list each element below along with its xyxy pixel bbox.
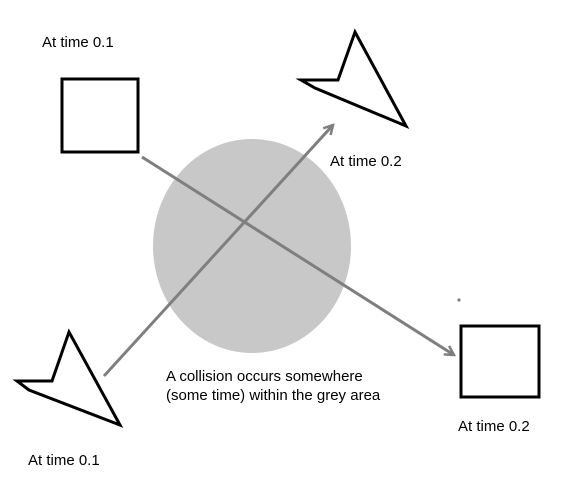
label-kite-start: At time 0.1	[28, 452, 100, 469]
caption-line-2: (some time) within the grey area	[166, 387, 381, 404]
label-kite-end: At time 0.2	[330, 153, 402, 170]
kite-start	[12, 328, 124, 428]
square-motion-arrow	[141, 155, 454, 355]
collision-caption: A collision occurs somewhere (some time)…	[166, 367, 380, 405]
kite-end	[295, 28, 410, 130]
kite-motion-arrow	[102, 125, 333, 378]
collision-area	[153, 139, 351, 353]
stray-dot	[457, 298, 461, 302]
label-square-start: At time 0.1	[42, 34, 114, 51]
square-end	[459, 324, 541, 399]
square-start	[60, 77, 140, 154]
caption-line-1: A collision occurs somewhere	[166, 368, 363, 385]
label-square-end: At time 0.2	[458, 418, 530, 435]
